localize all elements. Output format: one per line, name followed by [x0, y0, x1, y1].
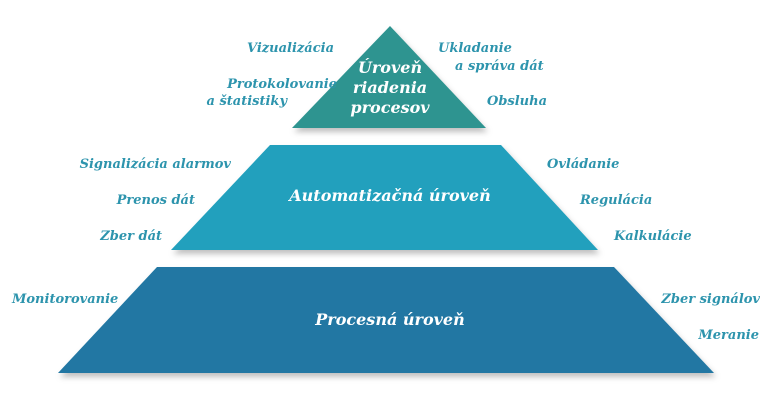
label-a-statistiky: a štatistiky [206, 94, 287, 109]
tier-bottom-shape [58, 267, 714, 373]
label-a-sprava-dat: a správa dát [455, 59, 544, 74]
label-ovladanie: Ovládanie [547, 157, 620, 172]
label-signalizacia-alarmov: Signalizácia alarmov [79, 157, 231, 172]
tier-top-title-line-2: riadenia [352, 78, 428, 97]
tier-top-title: Úroveň riadenia procesov [330, 58, 450, 118]
tier-middle-title: Automatizačná úroveň [289, 186, 491, 205]
label-kalkulacie: Kalkulácie [614, 229, 692, 244]
label-vizualizacia: Vizualizácia [246, 41, 334, 56]
label-ukladanie: Ukladanie [438, 41, 512, 56]
label-monitorovanie: Monitorovanie [12, 292, 119, 307]
tier-top-title-line-3: procesov [350, 98, 430, 117]
tier-bottom-title: Procesná úroveň [315, 310, 465, 329]
label-zber-signalov: Zber signálov [661, 292, 760, 307]
label-prenos-dat: Prenos dát [116, 193, 195, 208]
label-meranie: Meranie [698, 328, 759, 343]
label-obsluha: Obsluha [487, 94, 547, 109]
tier-top-title-line-1: Úroveň [357, 58, 423, 77]
tier-middle-shape [171, 145, 598, 250]
tier-top-shape [292, 26, 486, 128]
label-protokolovanie: Protokolovanie [227, 77, 337, 92]
label-zber-dat: Zber dát [100, 229, 162, 244]
label-regulacia: Regulácia [580, 193, 653, 208]
